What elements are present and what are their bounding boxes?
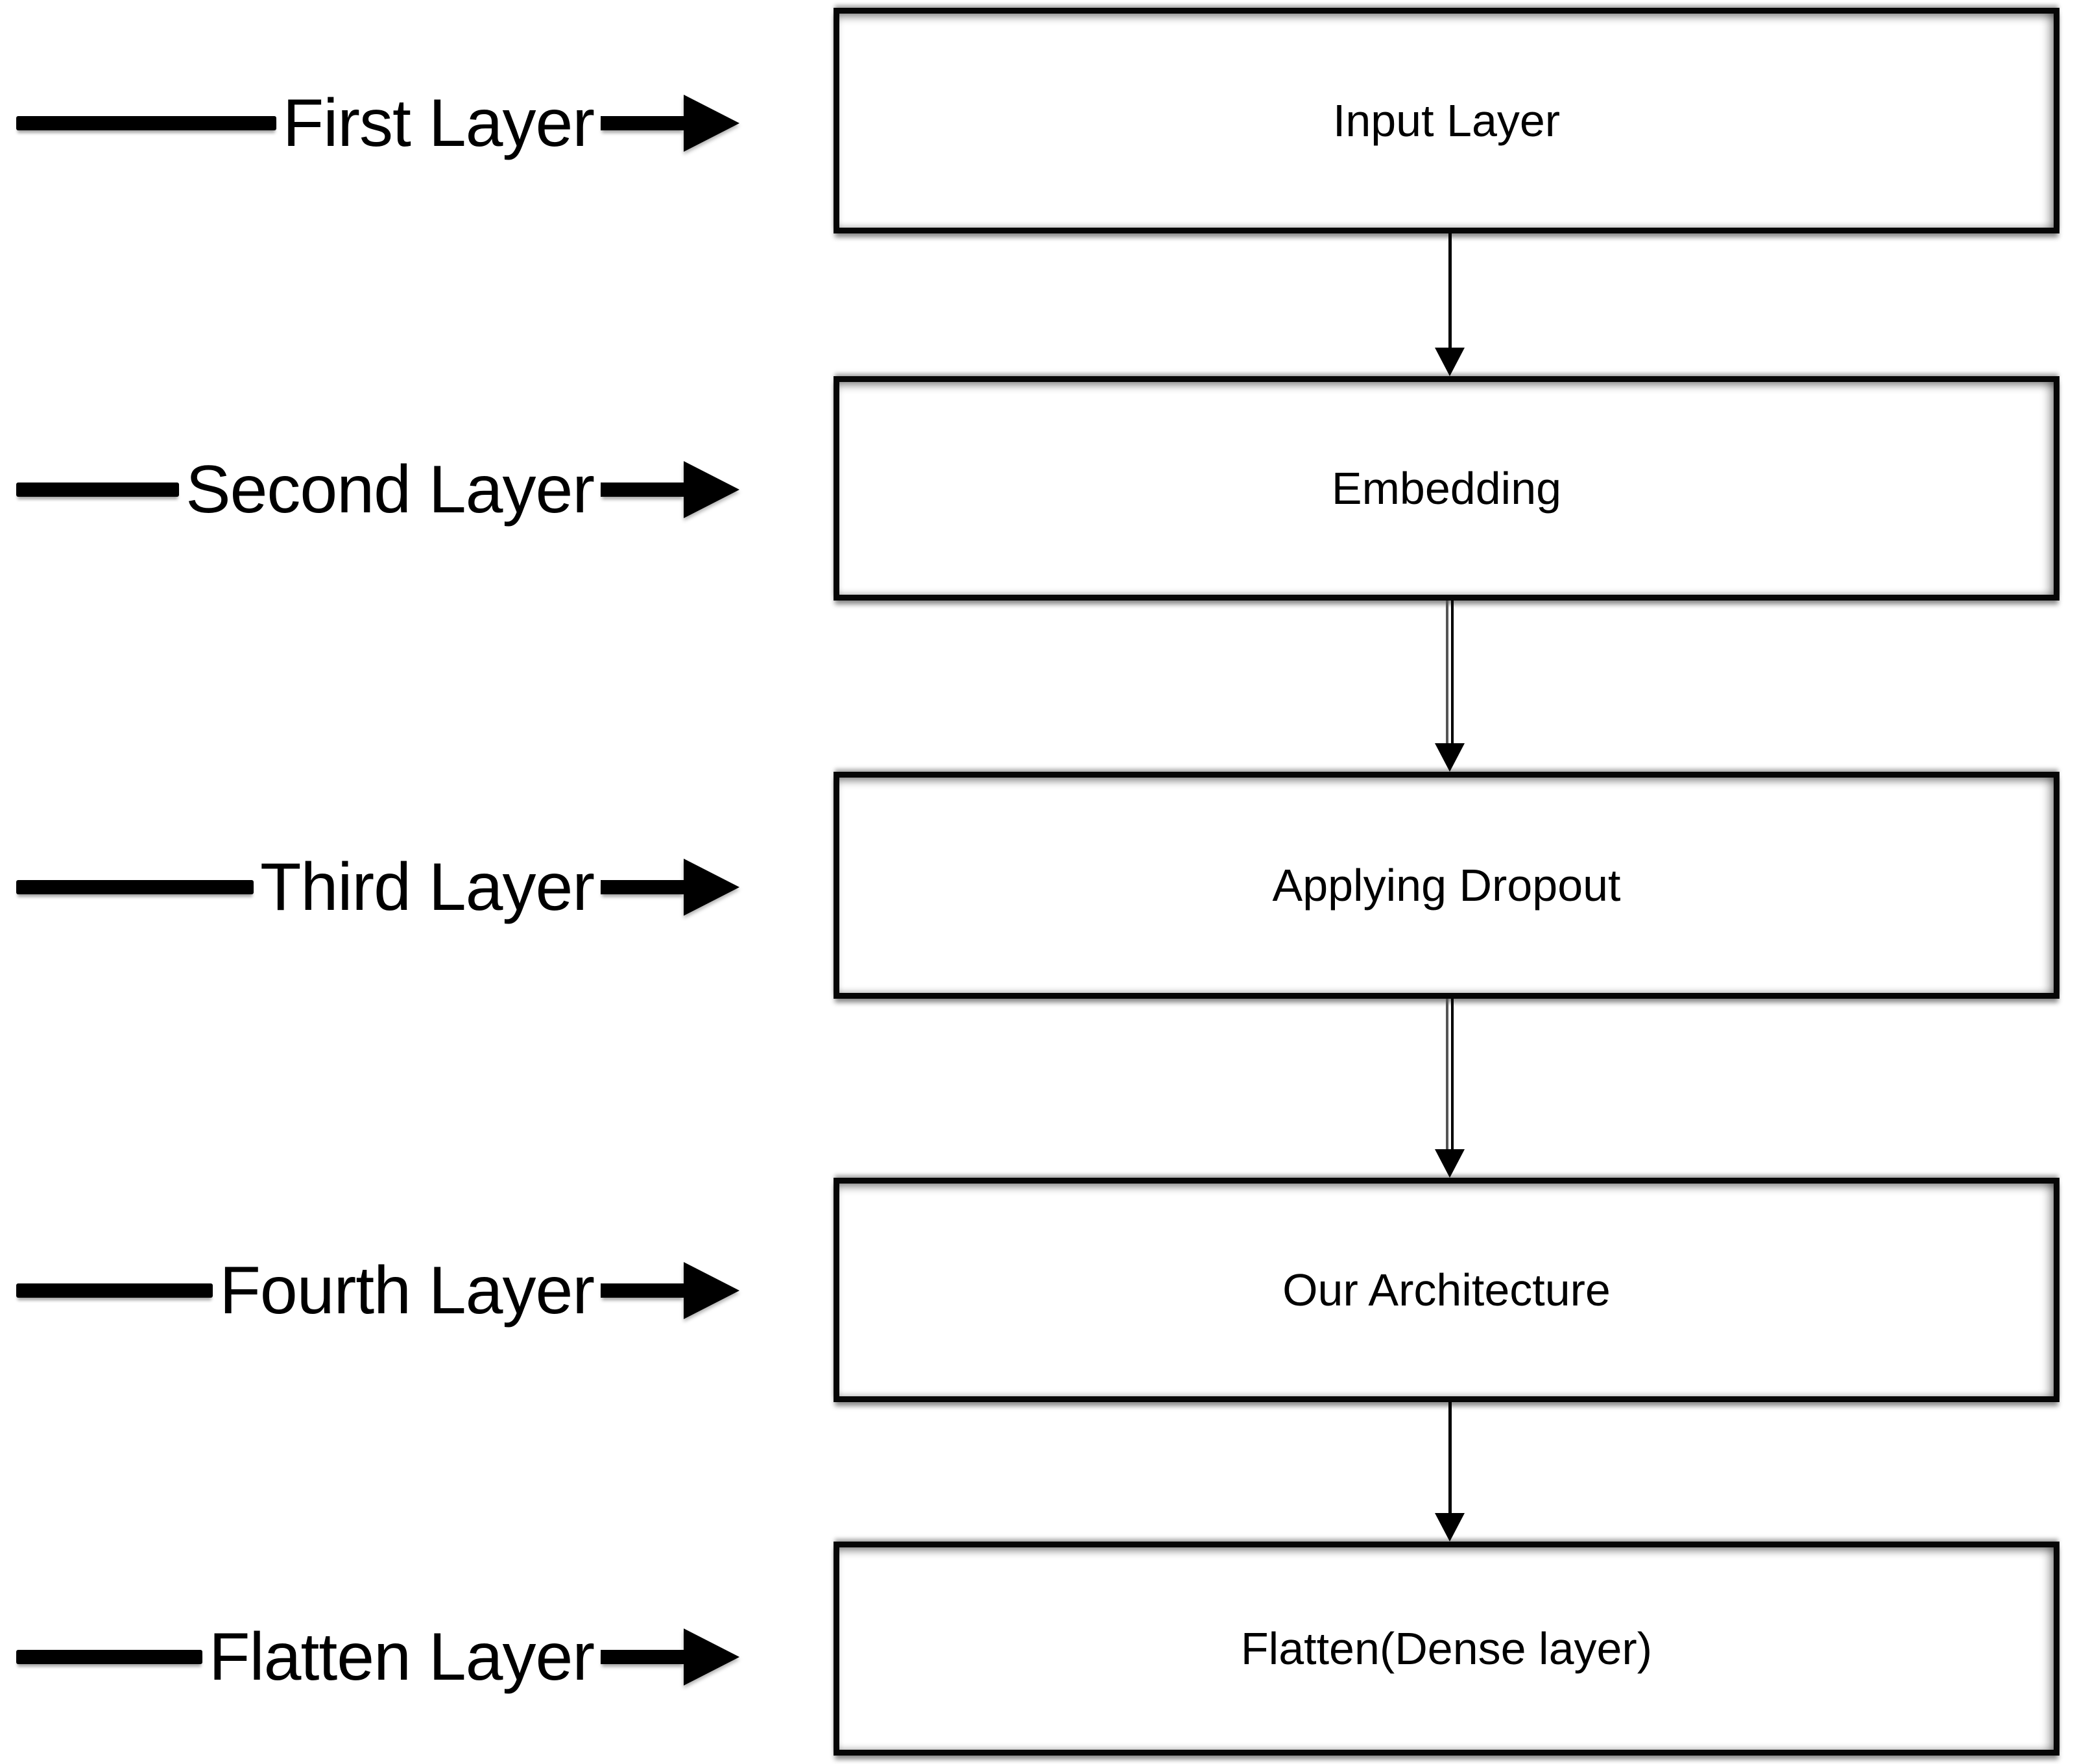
flow-box-flatten-dense-layer: Flatten(Dense layer) [834, 1542, 2059, 1756]
down-arrow-connector-4 [1435, 1402, 1465, 1542]
leader-line [16, 1650, 202, 1664]
connector-line [1446, 999, 1454, 1152]
down-arrow-connector-3 [1435, 999, 1465, 1178]
arrow-head [684, 461, 739, 518]
box-label: Embedding [1331, 463, 1562, 514]
leader-line [16, 1283, 213, 1298]
right-arrow-icon [601, 95, 739, 152]
leader-line [16, 116, 276, 130]
side-label: Fourth Layer [219, 1253, 595, 1328]
right-arrow-icon [601, 461, 739, 518]
right-arrow-icon [601, 859, 739, 916]
right-arrow-icon [601, 1262, 739, 1319]
down-arrow-icon [1435, 743, 1465, 772]
side-annotation-third-layer: Third Layer [16, 832, 739, 942]
box-label: Applying Dropout [1272, 860, 1621, 911]
box-label: Input Layer [1332, 95, 1561, 146]
right-arrow-icon [601, 1628, 739, 1686]
down-arrow-icon [1435, 1513, 1465, 1542]
arrow-head [684, 1262, 739, 1319]
arrow-head [684, 1628, 739, 1686]
side-label: Flatten Layer [209, 1619, 595, 1695]
flow-box-our-architecture: Our Architecture [834, 1178, 2059, 1402]
connector-line [1446, 601, 1454, 746]
side-annotation-flatten-layer: Flatten Layer [16, 1602, 739, 1712]
side-annotation-first-layer: First Layer [16, 68, 739, 178]
down-arrow-connector-2 [1435, 601, 1465, 772]
connector-line [1448, 1402, 1452, 1516]
flow-box-input-layer: Input Layer [834, 8, 2059, 233]
side-label: Second Layer [186, 452, 595, 527]
arrow-shaft [601, 1283, 684, 1298]
connector-line [1448, 233, 1452, 350]
leader-line [16, 483, 180, 497]
side-annotation-fourth-layer: Fourth Layer [16, 1235, 739, 1346]
arrow-head [684, 95, 739, 152]
arrow-shaft [601, 1650, 684, 1664]
down-arrow-icon [1435, 348, 1465, 376]
box-label: Our Architecture [1282, 1265, 1611, 1315]
side-label: Third Layer [260, 850, 595, 925]
box-label: Flatten(Dense layer) [1240, 1623, 1653, 1674]
arrow-shaft [601, 880, 684, 894]
arrow-shaft [601, 116, 684, 130]
arrow-shaft [601, 483, 684, 497]
side-annotation-second-layer: Second Layer [16, 435, 739, 545]
down-arrow-icon [1435, 1149, 1465, 1178]
down-arrow-connector-1 [1435, 233, 1465, 376]
side-label: First Layer [282, 86, 595, 161]
arrow-head [684, 859, 739, 916]
leader-line [16, 880, 254, 894]
flow-box-applying-dropout: Applying Dropout [834, 772, 2059, 999]
flow-box-embedding: Embedding [834, 376, 2059, 601]
